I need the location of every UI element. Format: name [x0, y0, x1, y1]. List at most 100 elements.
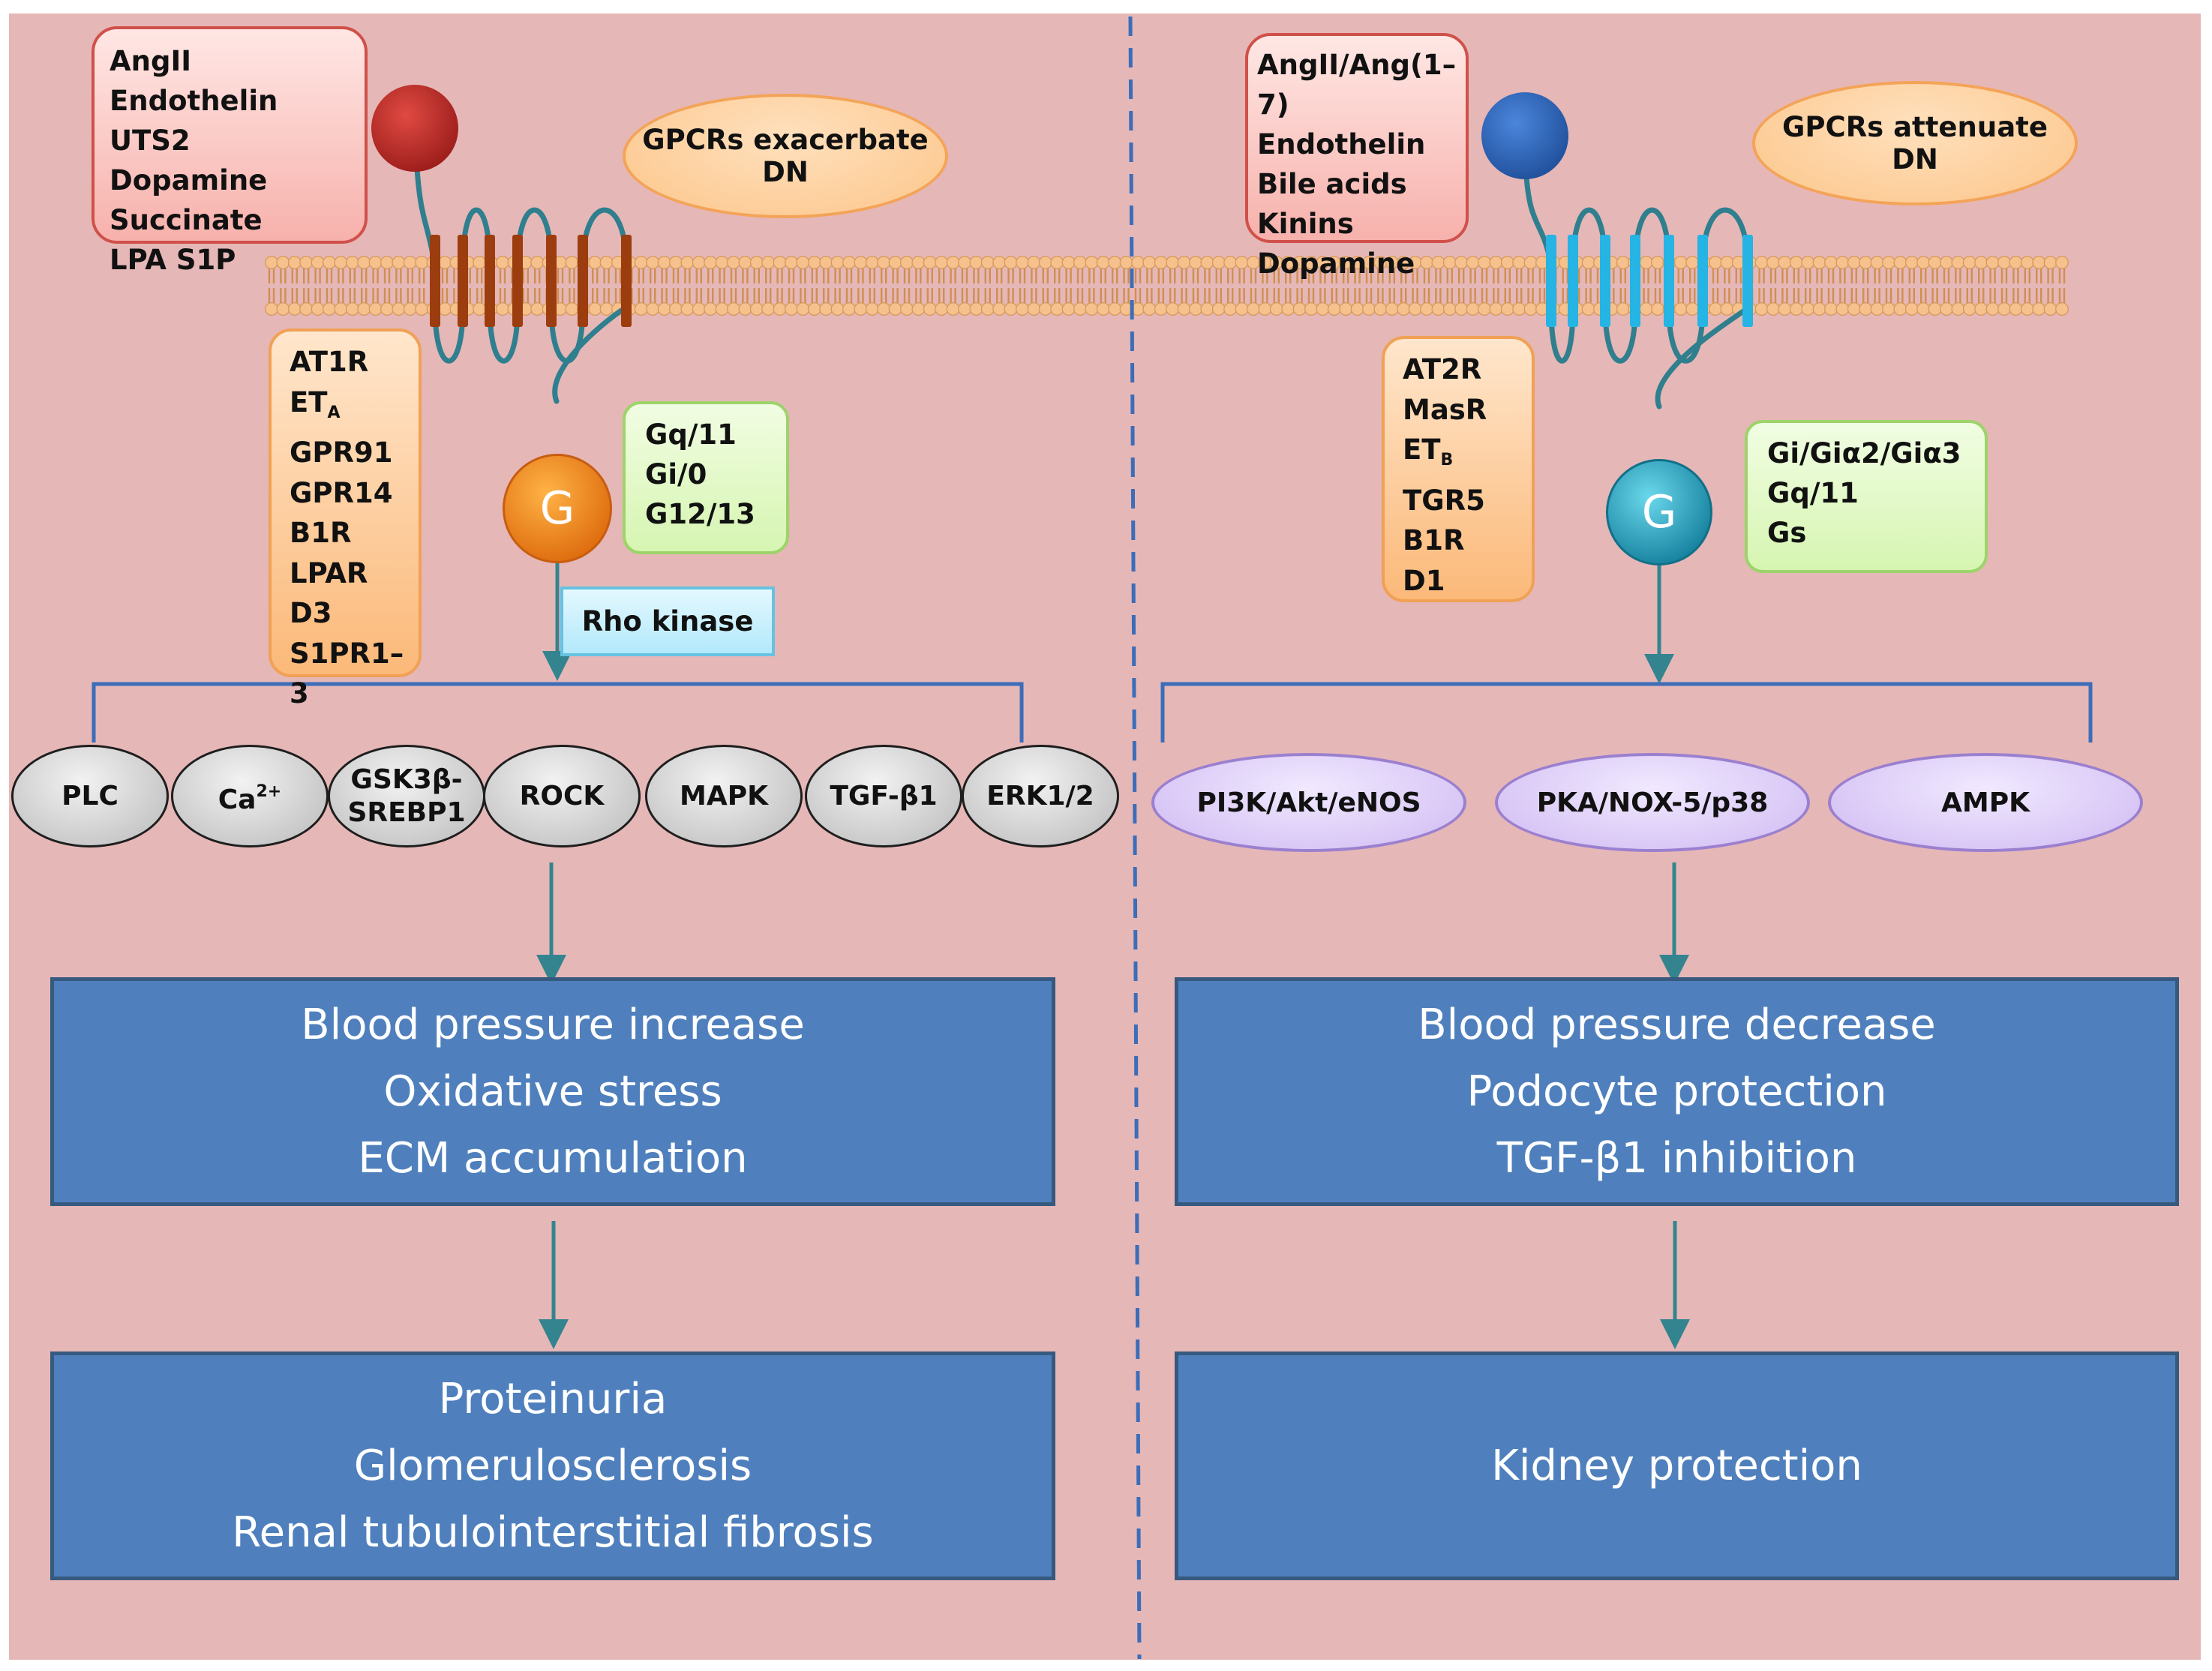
- right-effector-bracket: [1160, 682, 2093, 742]
- right-effect-label: GPCRs attenuate DN: [1752, 81, 2078, 206]
- rho-kinase-box: Rho kinase: [560, 586, 775, 656]
- left-gpcr-receptor: [414, 166, 632, 404]
- membrane-tails: [268, 267, 2066, 304]
- effector-superscript: 2+: [256, 782, 282, 801]
- right-gpcr-receptor: [1523, 173, 1753, 410]
- effector-name: PI3K/Akt/eNOS: [1196, 787, 1421, 818]
- ligand-item: LPA S1P: [110, 244, 236, 276]
- ligand-item: Endothelin: [1257, 128, 1426, 160]
- left-ligand-ball: [371, 85, 458, 172]
- receptor-item: D1: [1403, 561, 1514, 602]
- receptor-item: AT1R: [290, 342, 401, 382]
- receptor-name: B1R: [290, 517, 352, 549]
- effector-label: AMPK: [1941, 788, 2030, 818]
- effector-name: ROCK: [519, 780, 605, 812]
- effector-node: PLC: [11, 745, 169, 848]
- outcome-line: Glomerulosclerosis: [353, 1442, 752, 1490]
- receptor-name: ET: [290, 386, 328, 418]
- receptor-item: S1PR1–3: [290, 634, 404, 714]
- effector-name: PKA/NOX-5/p38: [1536, 787, 1769, 818]
- effector-node: TGF-β1: [805, 745, 962, 848]
- effector-label: MAPK: [680, 780, 768, 813]
- receptor-name: D3: [290, 597, 332, 629]
- effector-label: Ca2+: [218, 776, 281, 817]
- ligand-item: UTS2 Dopamine: [110, 124, 268, 196]
- outcome-line: Blood pressure increase: [301, 1000, 805, 1049]
- receptor-name: S1PR1–3: [290, 637, 404, 710]
- receptor-name: D1: [1403, 564, 1445, 597]
- effector-name: ERK1/2: [986, 780, 1094, 812]
- receptor-item: GPR14: [290, 473, 401, 514]
- effector-node: AMPK: [1828, 753, 2143, 852]
- outcome-line: Proteinuria: [438, 1375, 668, 1424]
- left-g-protein: G: [503, 454, 612, 563]
- receptor-name: ET: [1403, 434, 1441, 466]
- right-outcome-2-lines: Kidney protection: [1491, 1432, 1862, 1499]
- receptor-name: TGR5: [1403, 484, 1485, 517]
- membrane-heads: [265, 256, 2069, 316]
- receptor-name: LPAR: [290, 556, 368, 590]
- receptor-item: AT2R: [1403, 350, 1514, 390]
- receptor-item: B1R: [1403, 520, 1514, 561]
- receptor-name: MasR: [1403, 393, 1487, 426]
- outcome-line: Blood pressure decrease: [1418, 1000, 1936, 1049]
- outcome-line: Podocyte protection: [1466, 1067, 1887, 1116]
- effector-label: ROCK: [520, 780, 605, 813]
- ligand-item: Bile acids: [1257, 168, 1407, 200]
- g-subtype-item: Gq/11: [1767, 477, 1859, 509]
- right-outcome-box-2: Kidney protection: [1175, 1352, 2179, 1580]
- effector-node: PI3K/Akt/eNOS: [1151, 753, 1466, 852]
- effector-name: PLC: [62, 780, 119, 812]
- effector-node: GSK3β- SREBP1: [328, 745, 485, 848]
- ligand-item: AngII/Ang(1–7): [1257, 49, 1457, 121]
- ligand-item: Endothelin: [110, 85, 278, 117]
- left-effect-label: GPCRs exacerbate DN: [623, 94, 948, 218]
- receptor-item: TGR5: [1403, 481, 1514, 521]
- outcome-line: TGF-β1 inhibition: [1496, 1134, 1857, 1183]
- effector-name: TGF-β1: [830, 780, 938, 812]
- receptor-item: D3: [290, 593, 401, 634]
- lipid-bilayer-membrane: [265, 256, 2069, 316]
- receptor-item: ETA: [290, 382, 401, 434]
- outcome-line: Kidney protection: [1491, 1442, 1862, 1490]
- right-ligand-ball: [1481, 92, 1568, 179]
- effector-node: MAPK: [645, 745, 803, 848]
- receptor-item: ETB: [1403, 430, 1514, 481]
- effector-node: Ca2+: [171, 745, 329, 848]
- receptor-subscript: A: [327, 403, 341, 422]
- effector-label: TGF-β1: [830, 780, 937, 813]
- ligand-item: AngII: [110, 45, 191, 77]
- right-g-protein: G: [1606, 459, 1712, 566]
- receptor-name: AT1R: [290, 346, 369, 378]
- effector-label: GSK3β- SREBP1: [347, 764, 465, 830]
- receptor-item: GPR91: [290, 433, 401, 473]
- receptor-item: B1R: [290, 513, 401, 554]
- receptor-subscript: B: [1440, 451, 1454, 470]
- g-subtype-item: Gq/11: [645, 418, 737, 451]
- effector-label: ERK1/2: [986, 780, 1094, 813]
- effector-label: PLC: [62, 780, 119, 813]
- effector-name: AMPK: [1941, 787, 2030, 818]
- g-subtype-item: Gi/Giα2/Giα3: [1767, 437, 1961, 470]
- divider-line: [1128, 16, 1142, 1660]
- outcome-line: ECM accumulation: [358, 1134, 748, 1183]
- effector-node: PKA/NOX-5/p38: [1495, 753, 1810, 852]
